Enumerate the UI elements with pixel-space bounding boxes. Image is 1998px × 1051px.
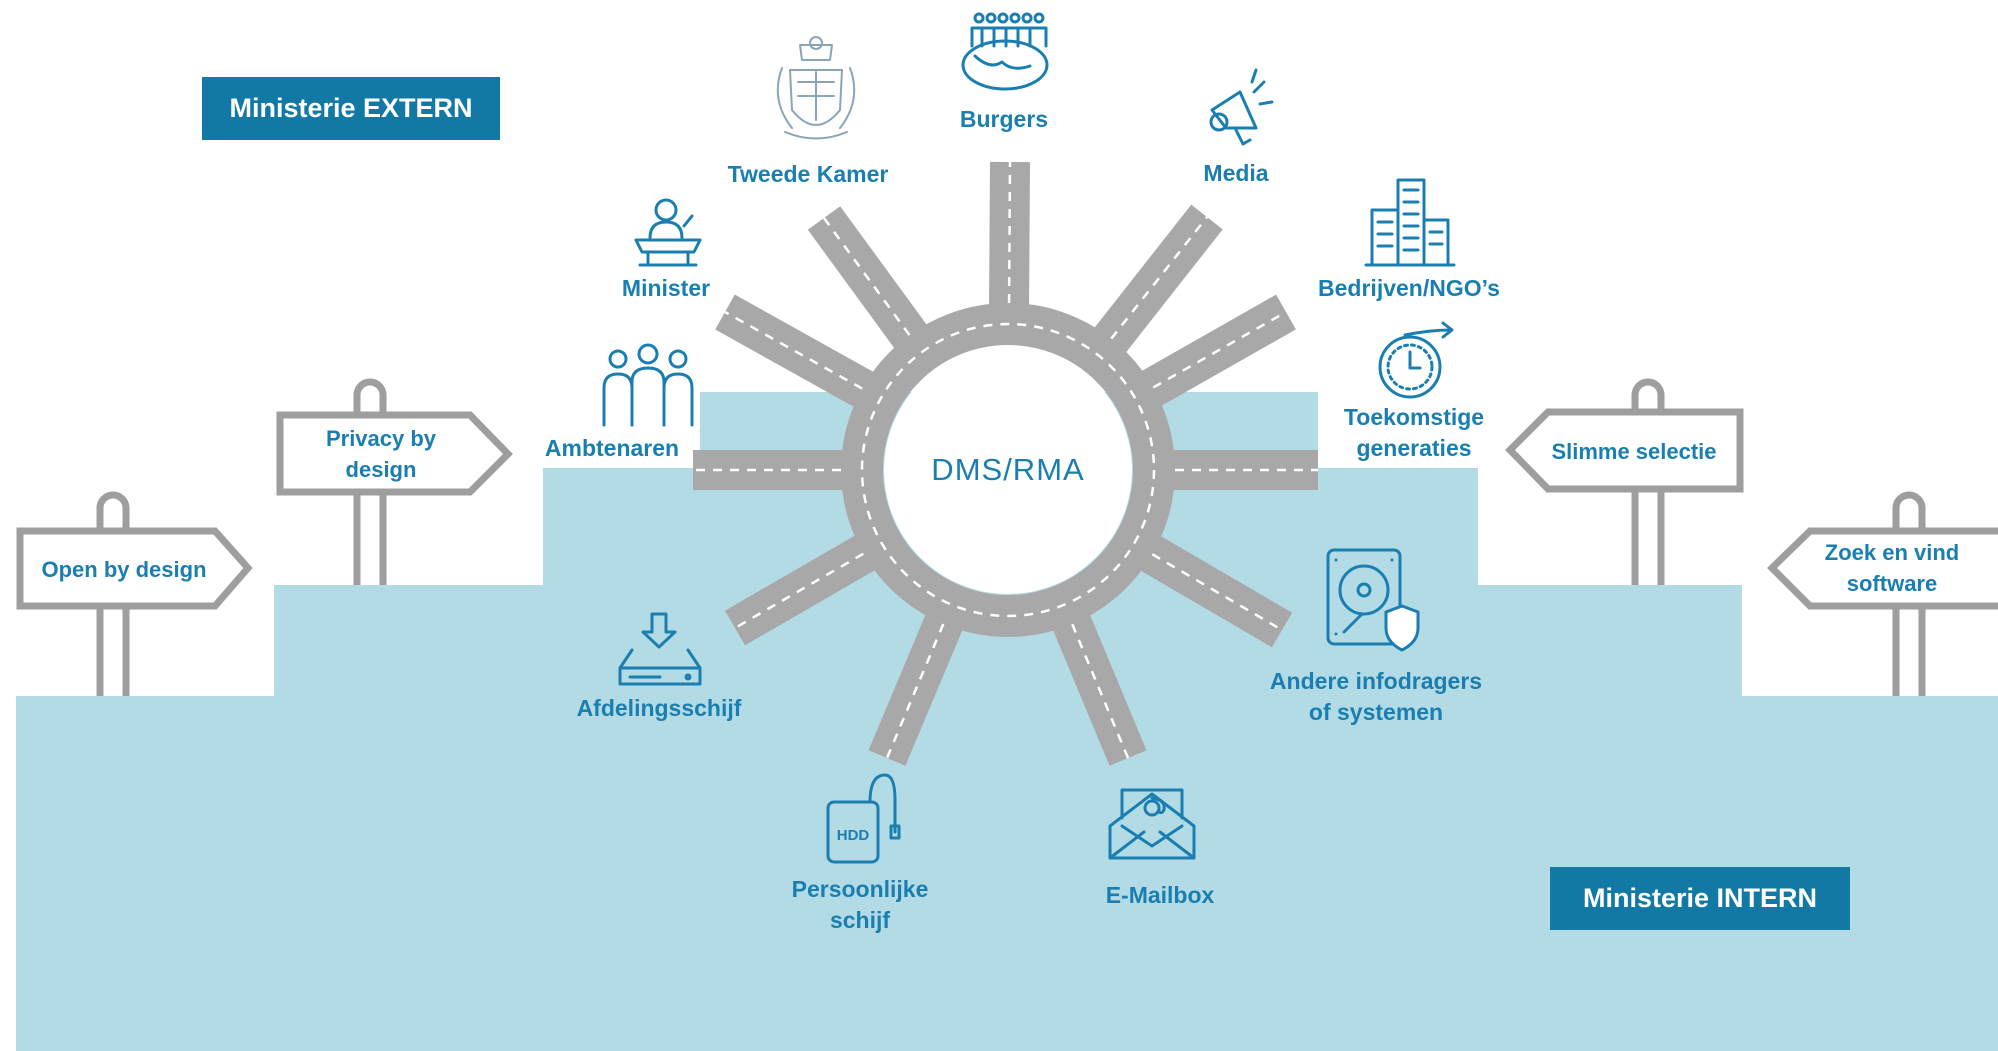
speaker-podium-icon bbox=[634, 198, 702, 267]
roundabout-center bbox=[884, 346, 1132, 594]
crowd-globe-icon bbox=[961, 12, 1049, 91]
group-of-people-icon bbox=[602, 343, 694, 427]
road-minister-centerline bbox=[724, 310, 878, 398]
hard-disk-shield-icon bbox=[1326, 548, 1420, 652]
label-andere-infodragers: Andere infodragers of systemen bbox=[1269, 668, 1483, 725]
drive-download-icon bbox=[618, 612, 702, 686]
sign-text-open-by-design: Open by design bbox=[41, 556, 207, 582]
external-hdd-icon bbox=[826, 773, 901, 864]
signpost-slimme-selectie bbox=[1505, 378, 1744, 585]
roundabout-dashes bbox=[860, 322, 1156, 618]
sign-text-zoek-en-vind: Zoek en vind software bbox=[1824, 540, 1960, 596]
center-label-dms-rma: DMS/RMA bbox=[931, 452, 1085, 487]
road-media-centerline bbox=[1099, 216, 1208, 353]
megaphone-icon bbox=[1209, 68, 1274, 146]
label-toekomstige-generaties: Toekomstige generaties bbox=[1343, 404, 1485, 461]
signpost-open-by-design bbox=[16, 491, 253, 696]
label-media: Media bbox=[1203, 160, 1269, 186]
road-mailbox bbox=[1047, 600, 1147, 766]
zone-tag-intern: Ministerie INTERN bbox=[1550, 867, 1850, 930]
road-burgers bbox=[988, 161, 1030, 321]
office-buildings-icon bbox=[1364, 178, 1456, 267]
label-ambtenaren: Ambtenaren bbox=[544, 435, 680, 461]
hdd-drive-text: HDD bbox=[837, 827, 870, 844]
road-afdelingsschijf-centerline bbox=[734, 544, 879, 630]
road-spokes bbox=[693, 161, 1318, 766]
sign-text-privacy-by-design: Privacy by design bbox=[325, 426, 437, 482]
zone-tag-extern: Ministerie EXTERN bbox=[202, 77, 500, 140]
sign-text-slimme-selectie: Slimme selectie bbox=[1551, 438, 1717, 464]
coat-of-arms-icon bbox=[776, 36, 856, 140]
clock-arrow-icon bbox=[1378, 321, 1454, 399]
email-envelope-icon bbox=[1108, 788, 1196, 860]
road-andere-centerline bbox=[1136, 544, 1283, 632]
road-persoonlijke bbox=[868, 600, 969, 766]
label-persoonlijke-schijf: Persoonlijke schijf bbox=[791, 876, 929, 933]
label-bedrijven: Bedrijven/NGO’s bbox=[1318, 275, 1500, 301]
road-bedrijven-centerline bbox=[1137, 310, 1287, 397]
road-tweede-kamer bbox=[807, 206, 936, 361]
intern-area bbox=[16, 392, 1998, 1051]
label-minister: Minister bbox=[621, 275, 711, 301]
label-afdelingsschijf: Afdelingsschijf bbox=[576, 695, 742, 721]
label-burgers: Burgers bbox=[959, 106, 1049, 132]
label-tweede-kamer: Tweede Kamer bbox=[727, 161, 889, 187]
label-e-mailbox: E-Mailbox bbox=[1105, 882, 1215, 908]
signpost-zoek-en-vind bbox=[1767, 491, 1998, 696]
signpost-privacy-by-design bbox=[276, 378, 513, 585]
